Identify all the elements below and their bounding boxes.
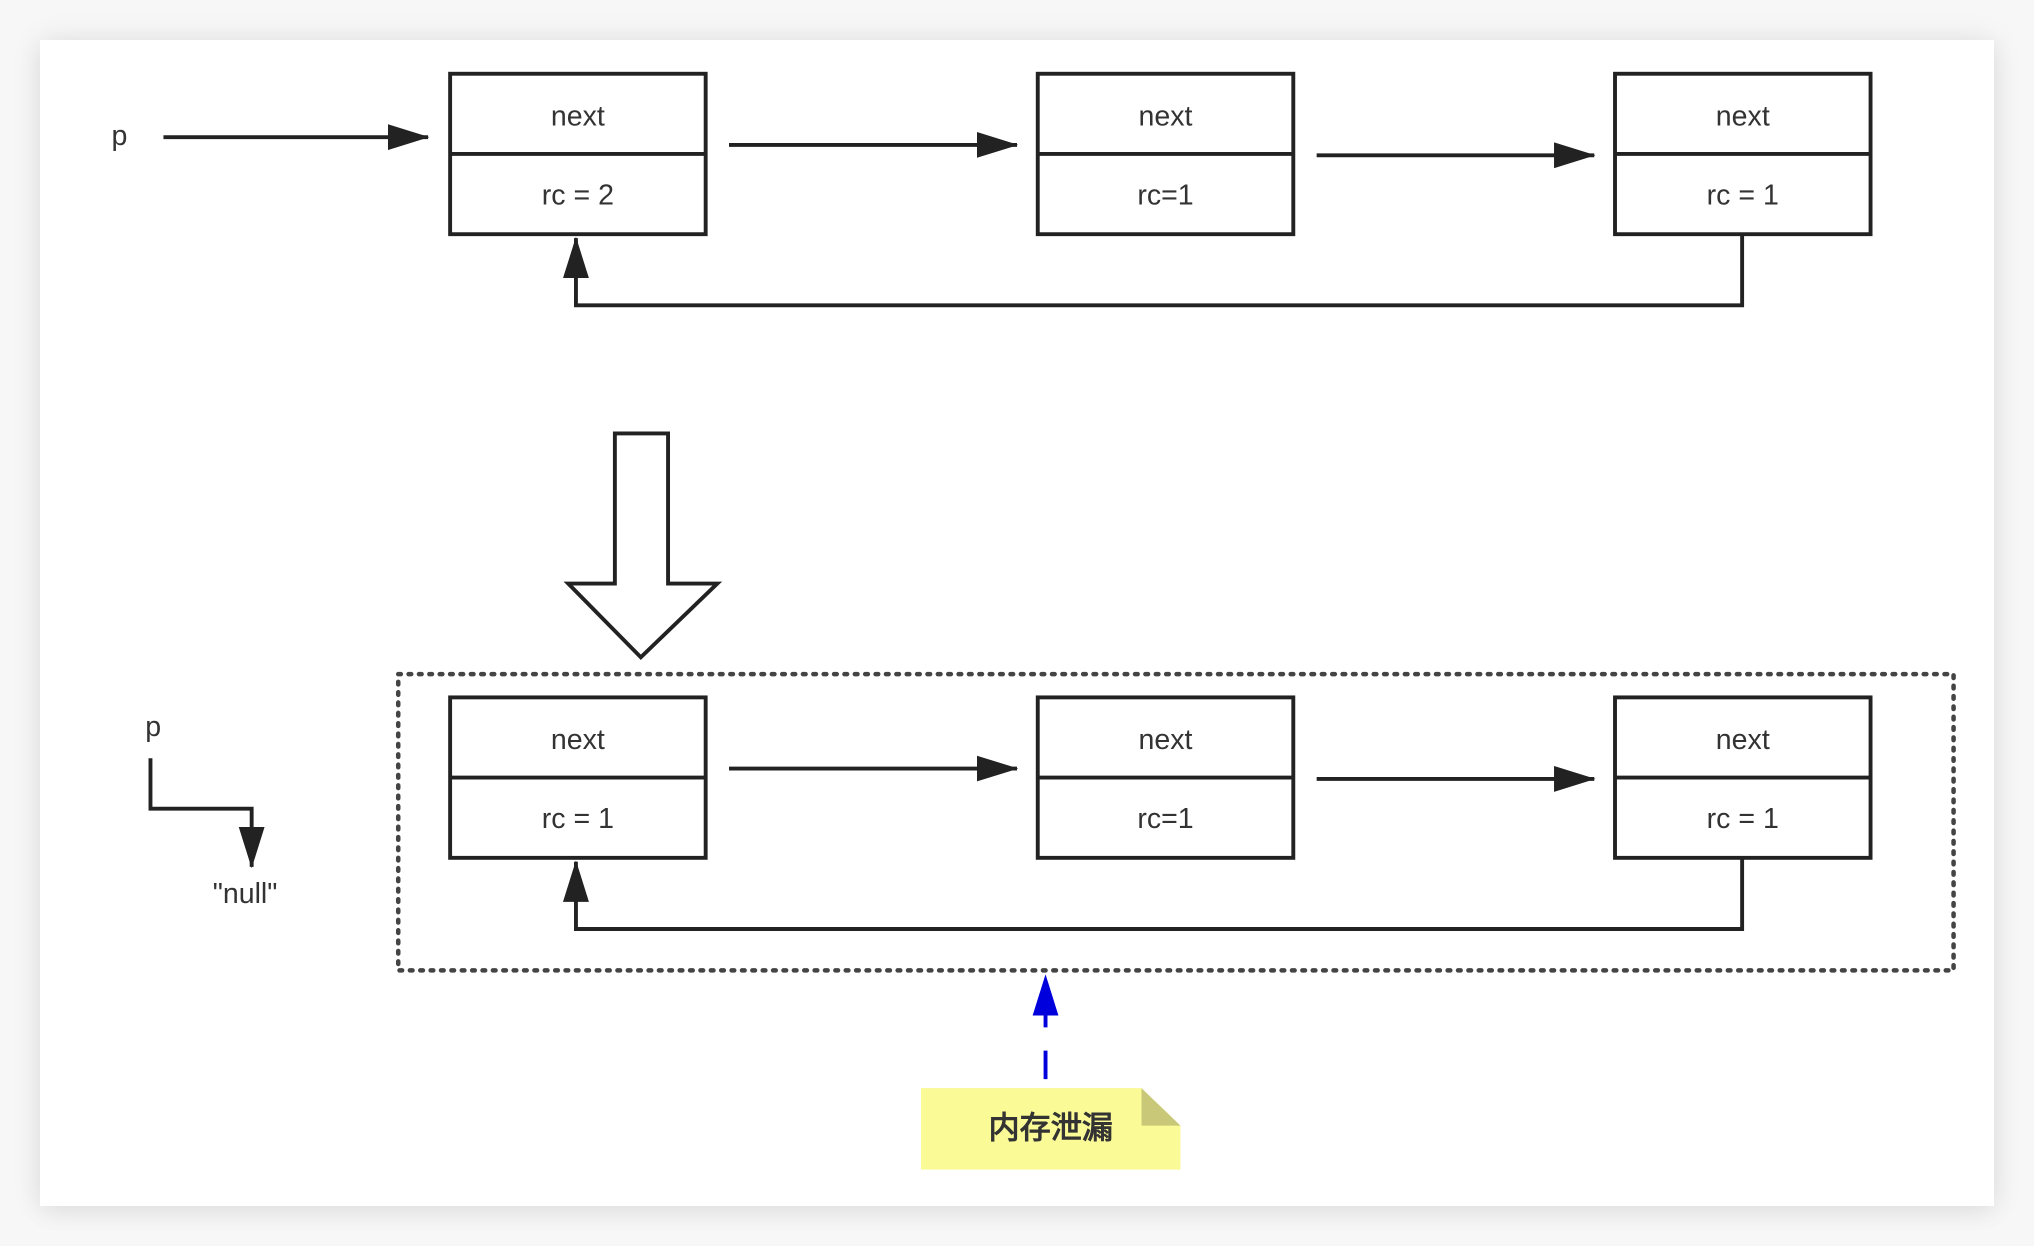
node-field-label: next <box>1716 101 1770 133</box>
node-refcount-label: rc = 1 <box>1707 803 1779 835</box>
list-node: next rc=1 <box>1035 71 1296 237</box>
list-node: next rc = 1 <box>448 695 708 860</box>
before-state: p next rc = 2 next rc=1 next rc = 1 <box>112 71 1873 308</box>
after-node-list: next rc = 1 next rc=1 next rc = 1 <box>448 695 1873 860</box>
list-node: next rc = 1 <box>1613 71 1873 237</box>
node-field-label: next <box>551 724 605 756</box>
node-field-label: next <box>1139 724 1193 756</box>
memory-leak-note: 内存泄漏 <box>921 974 1181 1170</box>
transition-arrow-icon <box>563 431 723 661</box>
node-field-label: next <box>551 101 605 133</box>
cycle-back-arrow <box>562 234 1745 308</box>
note-fold-icon <box>1141 1088 1181 1126</box>
list-node: next rc = 1 <box>1613 695 1873 860</box>
node-refcount-label: rc=1 <box>1137 179 1193 211</box>
node-refcount-label: rc = 1 <box>542 803 614 835</box>
node-field-label: next <box>1139 101 1193 133</box>
cycle-back-arrow <box>562 857 1745 931</box>
note-body <box>921 1088 1181 1170</box>
null-pointer-arrow <box>148 758 265 869</box>
list-node: next rc = 2 <box>448 71 708 237</box>
before-node-list: next rc = 2 next rc=1 next rc = 1 <box>448 71 1873 237</box>
pointer-label-p: p <box>112 120 128 152</box>
node-refcount-label: rc = 2 <box>542 179 614 211</box>
pointer-label-p: p <box>145 711 161 743</box>
list-node: next rc=1 <box>1035 695 1296 860</box>
node-refcount-label: rc = 1 <box>1707 179 1779 211</box>
leaked-region-border <box>395 671 1956 973</box>
note-text: 内存泄漏 <box>988 1111 1112 1147</box>
node-refcount-label: rc=1 <box>1137 803 1193 835</box>
null-label: "null" <box>213 878 278 910</box>
node-field-label: next <box>1716 724 1770 756</box>
after-state: p "null" next rc = 1 next rc=1 next rc = 1 <box>145 671 1956 973</box>
